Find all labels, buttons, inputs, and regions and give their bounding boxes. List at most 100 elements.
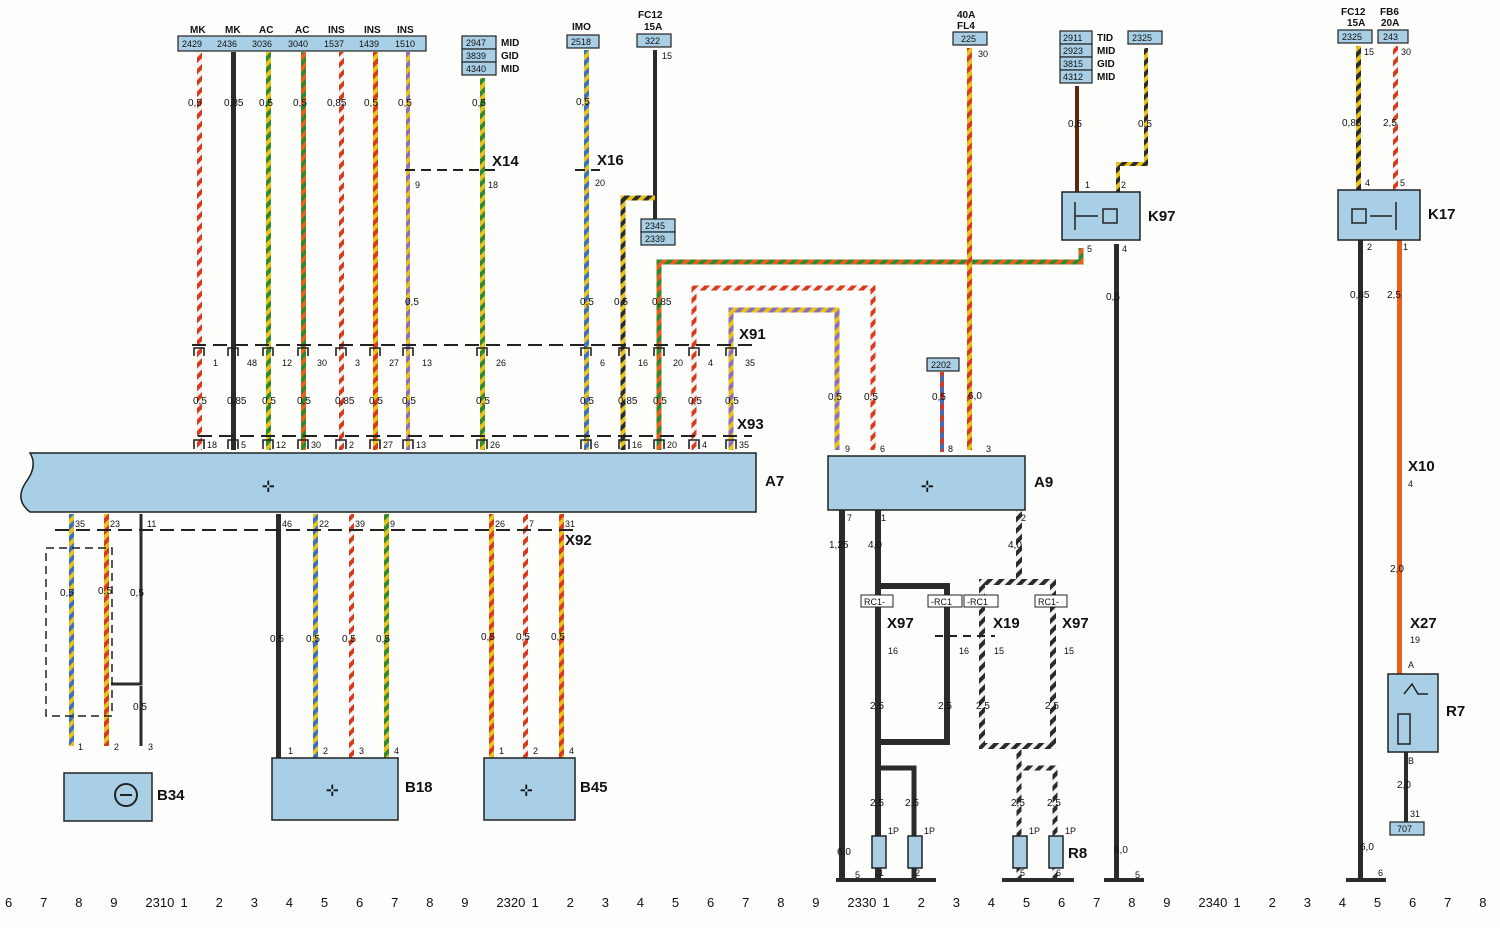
x91-pin-1: 48: [247, 358, 257, 368]
fc12-right-group: FC12 15A 2325 15 0,85 FB6 20A 243 30 2,5: [1337, 7, 1411, 129]
a9-ground-pin: 5: [855, 870, 860, 880]
fc12-right-l1: FC12: [1341, 7, 1366, 18]
b45-label: B45: [580, 779, 608, 796]
wire-1537: [339, 52, 344, 450]
b18-sec-3: 0,5: [376, 634, 390, 645]
r8-ground-pin-0: 5: [1020, 868, 1025, 878]
fc12-right-box: [1337, 29, 1373, 44]
x16-label: X16: [597, 152, 624, 169]
b18-pin-2: 2: [323, 746, 328, 756]
r7-sec: 2,0: [1397, 780, 1411, 791]
x91-pin-11: 4: [708, 358, 713, 368]
x93-pin-12-connector-icon: [725, 439, 737, 449]
ground-bar-k97: [1104, 878, 1144, 882]
g1-sec-1: 0,85: [224, 98, 244, 109]
a9-top-sec-1: 0,5: [864, 392, 878, 403]
res-tag-0: 1P: [888, 826, 899, 836]
ruler-item-7: 3: [251, 895, 258, 910]
x93-sec-11: 0,5: [688, 396, 702, 407]
wire-b45-4: [559, 514, 564, 758]
x91-sec-top-0: 0,5: [580, 297, 594, 308]
g1-code-3: 3040: [288, 39, 308, 49]
code-2202: 2202: [931, 360, 951, 370]
wire-b18-3: [349, 514, 354, 758]
wire-2429: [197, 52, 202, 450]
x93-pin-8-connector-icon: [580, 439, 592, 449]
wire-k17-ground: [1358, 240, 1363, 880]
rc-tag-box-0: [860, 594, 894, 608]
g1-code-1: 2436: [217, 39, 237, 49]
tid-lbl-0: TID: [1097, 33, 1113, 44]
x93-pin-10: 20: [667, 440, 677, 450]
ruler-item-27: 3: [953, 895, 960, 910]
x91-label: X91: [739, 326, 766, 343]
group1-box: [177, 35, 427, 52]
g1-code-0: 2429: [182, 39, 202, 49]
rc-tag-1: -RC1: [931, 597, 952, 607]
a9-ground-pin-1: 1: [879, 868, 884, 878]
x91-pin-9-connector-icon: [618, 347, 630, 356]
r7-pin-31: 31: [1410, 809, 1420, 819]
r7-resistor: [1397, 713, 1411, 745]
wire-b34-1: [69, 514, 74, 746]
tid-group: 2911 2923 3815 4312 TID MID GID MID 2325…: [1059, 30, 1163, 130]
wire-b34-3: [111, 514, 143, 746]
x97b-label: X97: [1062, 615, 1089, 632]
lower-sec-3: 2,5: [1045, 701, 1059, 712]
ruler-item-36: 2: [1269, 895, 1276, 910]
b18-sec-0: 0,5: [270, 634, 284, 645]
fc12-right-code: 2325: [1342, 32, 1362, 42]
wire-2202: [940, 372, 944, 452]
a7-bottom-pin-7: 26: [495, 519, 505, 529]
a7-label: A7: [765, 473, 784, 490]
fl4-group: 40A FL4 225 30: [952, 10, 988, 59]
x93-sec-1: 0,85: [227, 396, 247, 407]
x14-pin-l: 9: [415, 180, 420, 190]
wire-a9-2: [979, 510, 1056, 749]
k97-contact: [1074, 202, 1098, 230]
b18-symbol: ⊹: [326, 782, 339, 799]
ruler-item-28: 4: [988, 895, 995, 910]
g1-label-5: INS: [364, 25, 381, 36]
mid-lbl-0: MID: [501, 38, 519, 49]
ruler-item-42: 8: [1479, 895, 1486, 910]
x91-pin-3-connector-icon: [297, 347, 309, 356]
k17-sec-right: 2,5: [1387, 290, 1401, 301]
wire-tid: [1075, 86, 1079, 196]
fl4-l1: 40A: [957, 10, 975, 21]
x93-sec-9: 0,85: [618, 396, 638, 407]
k17-ground-sec: 6,0: [1360, 842, 1374, 853]
x93-pin-9-connector-icon: [618, 439, 630, 449]
x91-pin-5-connector-icon: [369, 347, 381, 356]
ruler-item-22: 8: [777, 895, 784, 910]
x91-pin-7: 26: [496, 358, 506, 368]
x93-pin-9: 16: [632, 440, 642, 450]
fc12-left-box: [636, 33, 672, 48]
res-tag-3: 1P: [1065, 826, 1076, 836]
x93-pin-3-connector-icon: [297, 439, 309, 449]
x93-sec-3: 0,5: [297, 396, 311, 407]
b34-sensor-icon: [114, 783, 138, 807]
rc-tag-box-2: [963, 594, 999, 608]
b45-sec-0: 0,5: [481, 632, 495, 643]
fc12-right-l2: 15A: [1347, 18, 1365, 29]
fb6-l1: FB6: [1380, 7, 1399, 18]
x93-pin-0: 18: [207, 440, 217, 450]
ruler-item-8: 4: [286, 895, 293, 910]
x91-sec-top-2: 0,85: [652, 297, 672, 308]
tid-sec-left: 0,5: [1068, 119, 1082, 130]
x91-pin-4: 3: [355, 358, 360, 368]
x93-pin-5-connector-icon: [369, 439, 381, 449]
x91-pin-6: 13: [422, 358, 432, 368]
a9-top-pin-0: 9: [845, 444, 850, 454]
ruler-item-24: 2330: [847, 895, 876, 910]
b18-pin-3: 3: [359, 746, 364, 756]
wire-2325-k97: [1116, 48, 1148, 196]
tid-2325: 2325: [1132, 33, 1152, 43]
b45-body: [483, 757, 576, 821]
k17-p5: 5: [1400, 178, 1405, 188]
x91-pin-6-connector-icon: [402, 347, 414, 356]
resistors: [871, 835, 1064, 869]
